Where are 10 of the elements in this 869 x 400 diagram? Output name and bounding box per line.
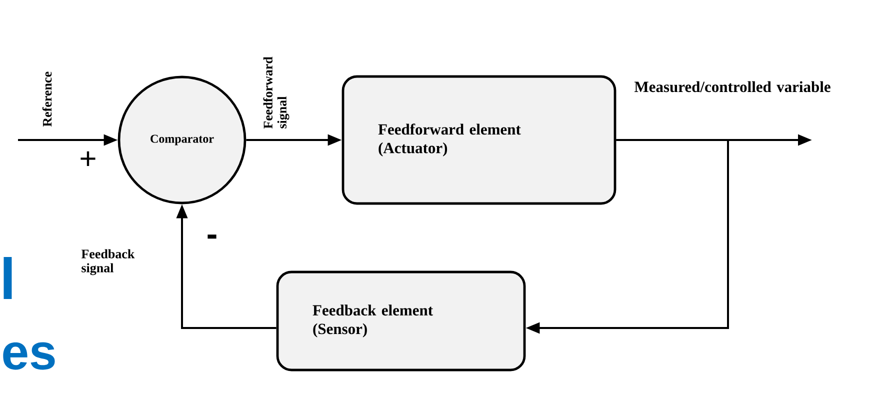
heading-fragment: l	[4, 256, 12, 300]
block-box: Feedback element (Sensor)	[276, 270, 526, 372]
sign-label: -	[208, 234, 216, 239]
edge-label: Reference	[42, 72, 52, 127]
sign-label: +	[80, 151, 96, 166]
edge-label: Feedback signal	[81, 249, 135, 276]
block-box: Feedforward element (Actuator)	[342, 75, 616, 205]
edge-label: Feedforward signal	[263, 56, 290, 129]
heading-fragment: es	[3, 342, 55, 370]
edge-label: Measured/controlled variable	[634, 81, 830, 92]
